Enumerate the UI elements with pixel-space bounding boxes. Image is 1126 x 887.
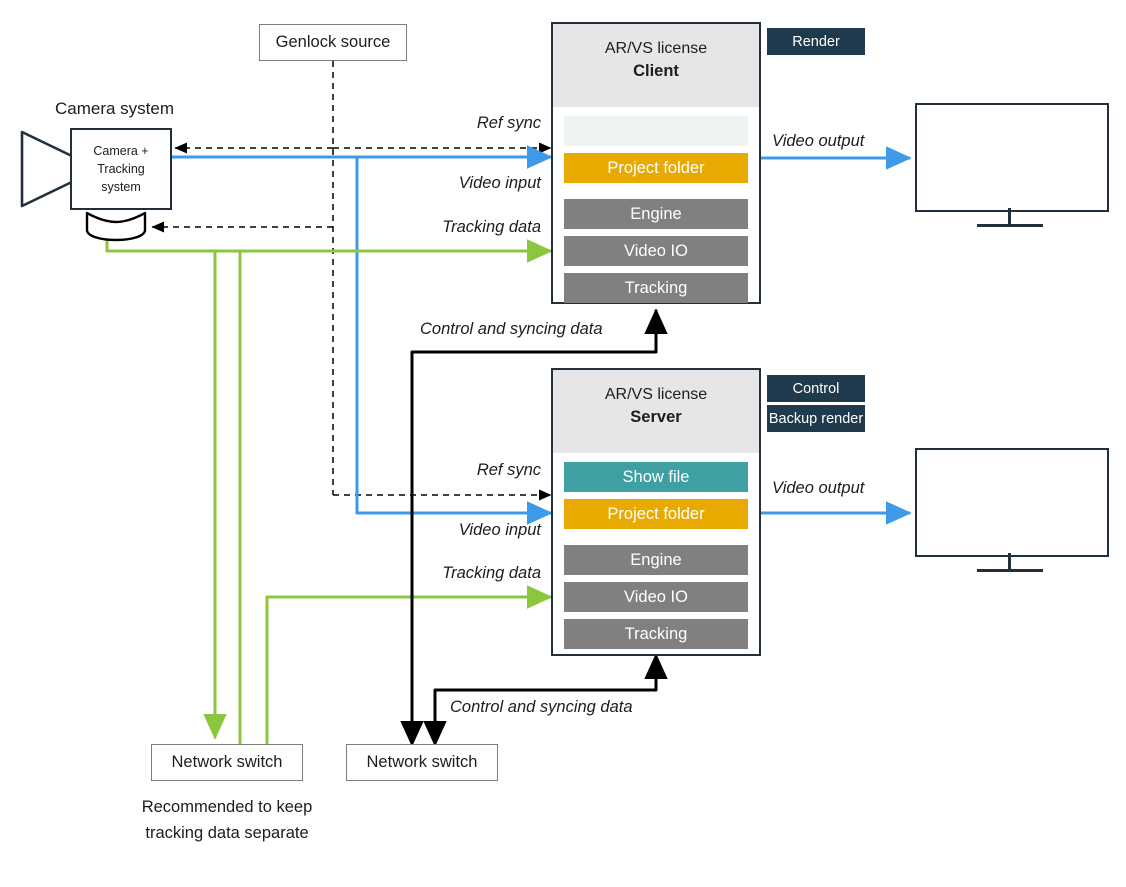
genlock-source-box[interactable]: Genlock source xyxy=(259,24,407,61)
server-slot-list: Show file Project folder Engine Video IO… xyxy=(553,453,759,666)
client-panel-header: AR/VS license Client xyxy=(553,24,759,107)
server-slot-project-folder[interactable]: Project folder xyxy=(564,499,748,529)
camera-system-heading: Camera system xyxy=(55,99,175,118)
server-badge-control[interactable]: Control xyxy=(767,375,865,402)
client-slot-engine[interactable]: Engine xyxy=(564,199,748,229)
server-license-label: AR/VS license xyxy=(604,386,708,403)
genlock-source-label: Genlock source xyxy=(275,33,391,51)
server-badge-backup-render[interactable]: Backup render xyxy=(767,405,865,432)
client-license-label: AR/VS license xyxy=(604,40,708,57)
camera-tracking-system-box[interactable]: Camera + Tracking system xyxy=(70,128,172,210)
tracking-separation-note-line-1: Recommended to keep xyxy=(141,798,313,816)
client-panel[interactable]: AR/VS license Client Project folder Engi… xyxy=(551,22,761,304)
client-slot-video-io[interactable]: Video IO xyxy=(564,236,748,266)
server-tracking-data-label: Tracking data xyxy=(442,564,541,582)
server-slot-divider xyxy=(564,536,748,545)
tracking-separation-note-line-2: tracking data separate xyxy=(145,823,309,842)
tracking-network-switch[interactable]: Network switch xyxy=(151,744,303,781)
client-monitor-base xyxy=(977,224,1043,227)
server-video-input-label: Video input xyxy=(458,521,541,539)
camera-box-line-3: system xyxy=(101,180,141,195)
client-output-monitor xyxy=(915,103,1109,212)
client-badge-render[interactable]: Render xyxy=(767,28,865,55)
client-video-input-label: Video input xyxy=(458,174,541,192)
server-panel-header: AR/VS license Server xyxy=(553,370,759,453)
server-control-sync-label: Control and syncing data xyxy=(450,698,633,716)
control-network-switch-label: Network switch xyxy=(366,753,478,771)
client-slot-divider xyxy=(564,190,748,199)
client-slot-project-folder[interactable]: Project folder xyxy=(564,153,748,183)
tracker-puck-icon xyxy=(85,211,147,242)
client-monitor-neck xyxy=(1008,208,1011,226)
tracking-separation-note: Recommended to keep tracking data separa… xyxy=(132,795,322,846)
client-control-sync-label: Control and syncing data xyxy=(420,320,603,338)
client-tracking-data-label: Tracking data xyxy=(442,218,541,236)
client-slot-empty[interactable] xyxy=(564,116,748,146)
client-role-label: Client xyxy=(633,62,679,81)
client-slot-list: Project folder Engine Video IO Tracking xyxy=(553,107,759,320)
server-video-output-label: Video output xyxy=(772,479,865,497)
control-network-switch[interactable]: Network switch xyxy=(346,744,498,781)
client-video-output-label: Video output xyxy=(772,132,865,150)
server-ref-sync-label: Ref sync xyxy=(476,461,541,479)
server-panel[interactable]: AR/VS license Server Show file Project f… xyxy=(551,368,761,656)
server-slot-video-io[interactable]: Video IO xyxy=(564,582,748,612)
server-monitor-base xyxy=(977,569,1043,572)
server-monitor-neck xyxy=(1008,553,1011,571)
tracking-network-switch-label: Network switch xyxy=(171,753,283,771)
server-output-monitor xyxy=(915,448,1109,557)
server-role-label: Server xyxy=(630,408,682,427)
camera-box-line-1: Camera + xyxy=(93,143,149,158)
camera-box-line-2: Tracking xyxy=(97,161,145,176)
client-slot-tracking[interactable]: Tracking xyxy=(564,273,748,303)
server-slot-engine[interactable]: Engine xyxy=(564,545,748,575)
server-slot-tracking[interactable]: Tracking xyxy=(564,619,748,649)
server-slot-show-file[interactable]: Show file xyxy=(564,462,748,492)
client-ref-sync-label: Ref sync xyxy=(476,114,541,132)
